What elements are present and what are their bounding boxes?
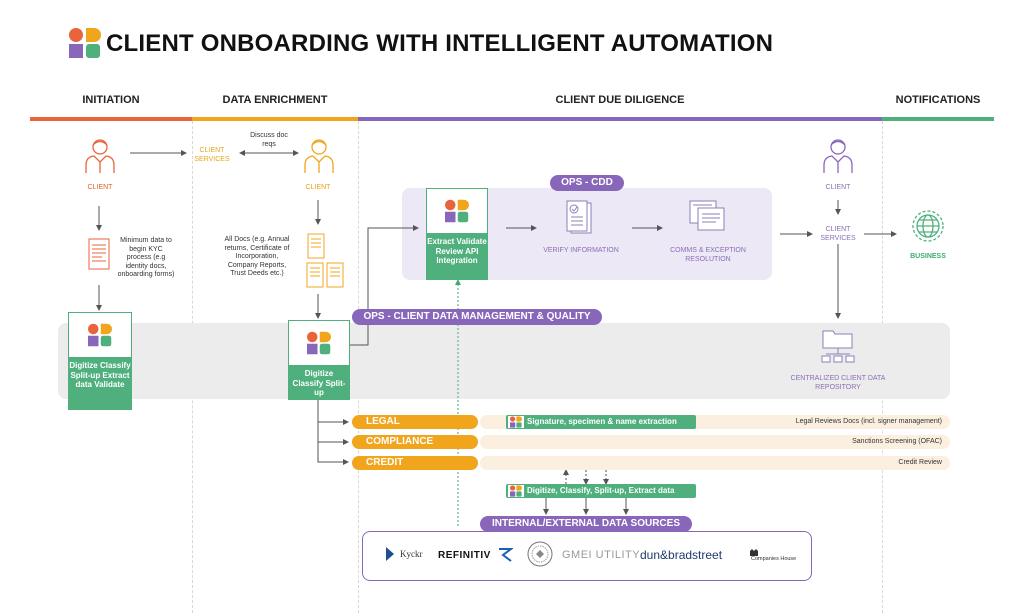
- row-legal-right: Legal Reviews Docs (incl. signer managem…: [795, 418, 942, 425]
- minimum-data-note: Minimum data to begin KYC process (e.g i…: [117, 237, 175, 278]
- brand-logo-icon: [508, 485, 524, 497]
- verify-information-label: VERIFY INFORMATION: [543, 247, 619, 254]
- ops-cdm-band: [58, 323, 950, 399]
- companies-house-crest-icon: [749, 545, 759, 563]
- refinitiv-mark-icon: [497, 547, 514, 568]
- seal-icon: [527, 541, 553, 572]
- phase-bar-cdd: [358, 117, 882, 121]
- phase-bar-notifications: [882, 117, 994, 121]
- data-sources-pill: INTERNAL/EXTERNAL DATA SOURCES: [480, 516, 692, 532]
- page-title: CLIENT ONBOARDING WITH INTELLIGENT AUTOM…: [106, 30, 774, 57]
- process-box-text: Digitize Classify Split-up: [292, 369, 346, 397]
- all-docs-note: All Docs (e.g. Annual returns, Certifica…: [224, 236, 290, 277]
- discuss-doc-label: Discuss doc reqs: [250, 132, 288, 148]
- digitize-extract-box: Digitize, Classify, Split-up, Extract da…: [506, 484, 696, 498]
- row-credit-band: [480, 456, 950, 470]
- brand-logo-icon: [427, 189, 487, 233]
- document-icon: [88, 238, 112, 279]
- process-box-text: Digitize Classify Split-up Extract data …: [69, 361, 131, 389]
- business-label: BUSINESS: [910, 253, 946, 260]
- row-legal-pill: LEGAL: [352, 415, 478, 429]
- phase-bar-enrichment: [192, 117, 358, 121]
- row-compliance-band: [480, 435, 950, 449]
- checklist-icon: [565, 200, 595, 241]
- brand-logo-icon: [289, 321, 349, 365]
- row-compliance-right: Sanctions Screening (OFAC): [852, 438, 942, 445]
- refinitiv-logo: REFINITIV: [438, 550, 491, 561]
- process-box-text: Extract Validate Review API Integration: [427, 237, 487, 265]
- folder-tree-icon: [820, 328, 856, 369]
- row-credit-right: Credit Review: [898, 459, 942, 466]
- monitor-icon: [688, 200, 728, 239]
- repository-label: CENTRALIZED CLIENT DATA REPOSITORY: [790, 375, 886, 391]
- brand-logo-icon: [69, 313, 131, 357]
- person-icon: [303, 136, 335, 179]
- person-icon: [84, 136, 116, 179]
- person-icon: [822, 136, 854, 179]
- phase-data-enrichment: DATA ENRICHMENT: [222, 94, 328, 106]
- process-box-initiation: Digitize Classify Split-up Extract data …: [68, 312, 132, 410]
- data-sources-panel: [362, 531, 812, 581]
- signature-extraction-text: Signature, specimen & name extraction: [527, 417, 677, 426]
- client-services-label: CLIENT SERVICES: [194, 147, 230, 163]
- comms-exception-label: COMMS & EXCEPTION RESOLUTION: [670, 247, 746, 263]
- kyckr-logo-text: Kyckr: [400, 549, 423, 559]
- client-label: CLIENT: [825, 184, 851, 191]
- client-label: CLIENT: [305, 184, 331, 191]
- phase-client-due-diligence: CLIENT DUE DILIGENCE: [555, 94, 685, 106]
- gmei-logo: GMEI UTILITY: [562, 549, 641, 561]
- digitize-extract-text: Digitize, Classify, Split-up, Extract da…: [527, 486, 675, 495]
- ops-cdm-pill: OPS - CLIENT DATA MANAGEMENT & QUALITY: [352, 309, 602, 325]
- companies-house-logo: Companies House: [751, 556, 797, 562]
- phase-bar-initiation: [30, 117, 192, 121]
- row-compliance-pill: COMPLIANCE: [352, 435, 478, 449]
- client-services-label: CLIENT SERVICES: [820, 226, 856, 242]
- row-credit-pill: CREDIT: [352, 456, 478, 470]
- document-icon: [306, 233, 346, 294]
- process-box-cdd: Extract Validate Review API Integration: [426, 188, 488, 280]
- brand-logo-icon: [68, 27, 102, 59]
- client-label: CLIENT: [87, 184, 113, 191]
- brand-logo-icon: [508, 416, 524, 428]
- process-box-enrichment: Digitize Classify Split-up: [288, 320, 350, 400]
- globe-icon: [910, 208, 946, 249]
- ops-cdd-pill: OPS - CDD: [550, 175, 624, 191]
- phase-notifications: NOTIFICATIONS: [895, 94, 981, 106]
- phase-initiation: INITIATION: [82, 94, 140, 106]
- kyckr-logo: Kyckr: [384, 545, 430, 565]
- signature-extraction-box: Signature, specimen & name extraction: [506, 415, 696, 429]
- dnb-logo: dun&bradstreet: [640, 548, 723, 562]
